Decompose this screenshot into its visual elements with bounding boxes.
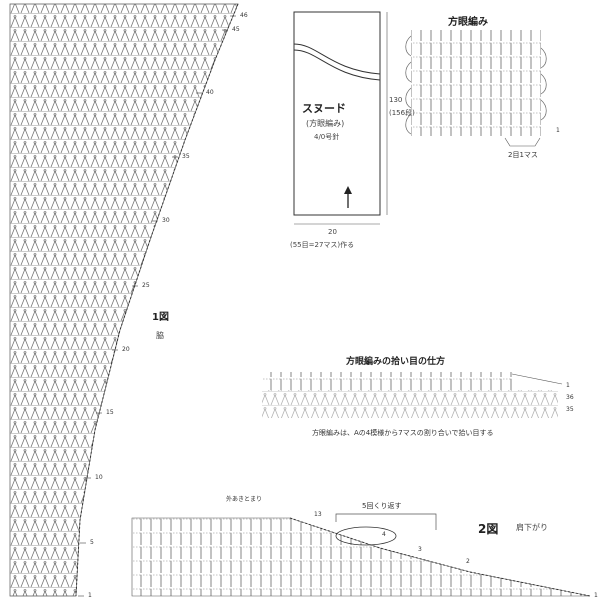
fig1-title: 1図 (152, 312, 169, 323)
fig2-row-13: 13 (314, 511, 322, 518)
snood-subtitle: (方眼編み) (306, 119, 345, 128)
fig2-repeat-label: 5回くり返す (362, 502, 402, 510)
snood-width-note: (55目=27マス)作る (290, 241, 355, 249)
fig1-row-30: 30 (162, 217, 170, 224)
pickup-row-36: 36 (566, 394, 574, 401)
fig1-lace-chart (9, 3, 239, 597)
snood-height: 130 (389, 96, 403, 104)
fig1-subtitle: 脇 (156, 331, 164, 340)
fig1-row-20: 20 (122, 346, 130, 353)
fig2-title: 2図 (478, 522, 499, 536)
fig2-row-4: 4 (382, 531, 386, 538)
mesh-sample-row-1: 1 (556, 127, 560, 134)
snood-hook: 4/0号針 (314, 133, 340, 141)
fig1-row-45: 45 (232, 26, 240, 33)
fig1-row-46: 46 (240, 12, 248, 19)
fig1-row-40: 40 (206, 89, 214, 96)
snood-width: 20 (328, 228, 337, 236)
snood-schematic (293, 11, 388, 225)
fig1-row-35: 35 (182, 153, 190, 160)
fig1-row-1: 1 (88, 592, 92, 599)
fig1-row-10: 10 (95, 474, 103, 481)
fig2-shoulder-chart (131, 513, 591, 597)
pickup-row-1: 1 (566, 382, 570, 389)
fig2-row-1: 1 (594, 592, 598, 599)
pickup-row-35: 35 (566, 406, 574, 413)
fig1-row-25: 25 (142, 282, 150, 289)
fig2-row-2: 2 (466, 558, 470, 565)
fig2-subtitle: 肩下がり (516, 523, 548, 532)
snood-title: スヌード (302, 102, 346, 115)
fig2-row-3: 3 (418, 546, 422, 553)
mesh-sample-title: 方眼編み (448, 17, 488, 28)
pickup-note: 方眼編みは、Aの4模様から7マスの割り合いで拾い目する (312, 429, 494, 437)
mesh-sample-chart (405, 30, 547, 147)
snood-height-rows: (156段) (389, 109, 415, 117)
fig2-side-label: 外あきとまり (226, 496, 263, 503)
fig1-row-markers (78, 15, 236, 597)
fig1-row-5: 5 (90, 539, 94, 546)
pickup-title: 方眼編みの拾い目の仕方 (346, 357, 446, 367)
fig1-row-15: 15 (106, 409, 114, 416)
mesh-sample-footnote: 2目1マス (508, 151, 538, 159)
pickup-chart (262, 372, 563, 418)
